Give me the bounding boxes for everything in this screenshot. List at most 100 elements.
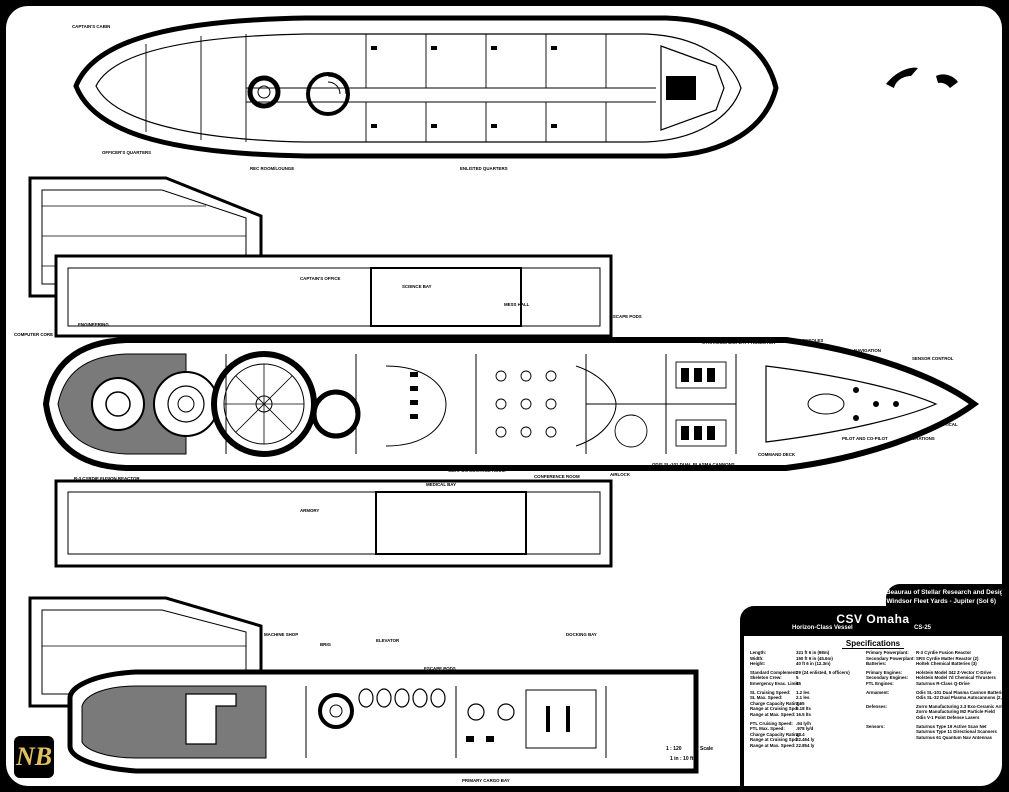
spec-key: Length: [750,650,767,655]
spec-row: Length: 321 ft 6 in (98m) [750,650,860,656]
bureau-line-1: Beaurau of Stellar Research and Design [886,589,1002,596]
spec-row: Charge Capacity Rating:23.4 [750,732,860,738]
spec-key: Emergency Evac. Limit: [750,680,800,686]
spec-key: Primary Powerplant: [866,650,909,655]
spec-row: Sensors: Saturnus Type 19 Active Scan Net [866,724,1000,730]
spec-key: Range at Max. Speed: [750,742,796,748]
spec-row: Range at Max. Speed:22.854 ly [750,743,860,749]
spec-key: Armament: [866,689,890,695]
label-strategic-display: STRATEGIC DISPLAY PROJECTOR [702,340,776,345]
spec-key: Skeleton Crew: [750,675,782,681]
spec-value: 1.2 les [796,689,810,695]
label-auxiliary-consoles: AUXILIARY CONSOLES [774,338,823,343]
label-officers-quarters: OFFICER'S QUARTERS [102,150,151,155]
bureau-line-2: Windsor Fleet Yards - Jupiter (Sol 6) [886,598,996,605]
spec-key: Standard Complement: [750,669,799,675]
label-science-bay: SCIENCE BAY [402,284,432,289]
ship-registry: CS-25 [914,625,932,631]
spec-value: Zorro Manufacturing M2 Particle Field [916,709,995,715]
spec-value: 321 ft 6 in (98m) [796,650,830,655]
spec-key: Range at Max. Speed: [750,711,796,717]
label-navigation: NAVIGATION [854,348,881,353]
spec-row: Primary Powerplant: R-3 Cyrdie Fusion Rea… [866,650,1000,656]
spec-value: 9.18 lts [796,706,811,712]
spec-row: Range at Cruising Spd:22.464 ly [750,737,860,743]
spec-row: Secondary Engines:Holstein Model 7d Chem… [866,675,1000,681]
spec-row: SL Max. Speed:2.1 les [750,695,860,701]
lower-deck [67,669,699,774]
spec-row: Saturnus 61 Quantum Nav Antennas [866,735,1000,741]
label-pilot-copilot: PILOT AND CO-PILOT [842,436,888,441]
main-deck-hull [42,337,980,471]
label-weapon-control: WEAPON CONTROL ROOM [448,468,506,473]
spec-value: Saturnus Type 19 Active Scan Net [916,723,987,729]
label-operations: OPERATIONS [906,436,935,441]
spec-value: 29 (24 enlisted, 5 officers) [796,669,850,675]
spec-row: Standard Complement:29 (24 enlisted, 5 o… [750,670,860,676]
spec-value: 65 [796,680,801,686]
spec-row: Zorro Manufacturing M2 Particle Field [866,709,1000,715]
spec-key: Range at Cruising Spd: [750,737,799,743]
label-computer-core: COMPUTER CORE [14,332,53,337]
ship-header: CSV Omaha Horizon-Class Vessel CS-25 [744,610,1002,636]
spec-row: FTL Max. Speed:.978 ly/d [750,726,860,732]
spec-value: Saturnus 61 Quantum Nav Antennas [916,734,992,740]
spec-value: 23.4 [796,731,805,737]
spec-value: Zorro Manufacturing 2.3 Exo-Ceramic Armo… [916,703,1002,709]
label-tactical: TACTICAL [936,422,958,427]
scale-label: Scale [700,746,714,752]
spec-key: Defenses: [866,703,887,709]
spec-row: Odis SL-32 Dual Plasma Autocannons (2, T… [866,695,1002,701]
label-medical-bay: MEDICAL BAY [426,482,456,487]
label-airlock: AIRLOCK [610,472,631,477]
label-brig: BRIG [320,642,332,647]
spec-value: 22.854 ly [796,742,815,748]
spec-key: FTL Engines: [866,680,894,686]
spec-row: FTL Cruising Speed:.94 ly/h [750,721,860,727]
deck-plans: CAPTAIN'S CABIN OFFICER'S QUARTERS REC R… [14,15,980,783]
spec-row: Odis V-1 Point Defense Lasers [866,715,1000,721]
spec-value: .94 ly/h [796,720,811,726]
label-mess-hall: MESS HALL [504,302,530,307]
specifications-panel: CSV Omaha Horizon-Class Vessel CS-25 Spe… [740,606,1002,786]
nb-logo: NB [14,736,54,778]
spec-value: Odis SL-101 Dual Plasma Cannon Batteries… [916,689,1002,695]
label-engineering: ENGINEERING [78,322,109,327]
label-machine-shop: MACHINE SHOP [264,632,298,637]
spec-value: R-3 Cyrdie Fusion Reactor [916,650,972,655]
label-escape-pods-bottom: ESCAPE PODS [424,666,456,671]
spec-value: 5 [796,675,799,681]
spec-key: Charge Capacity Rating: [750,731,801,737]
spec-value: Holtek Chemical Batteries (3) [916,661,977,667]
spec-key: SL Cruising Speed: [750,689,791,695]
main-deck-wings [54,254,613,568]
spec-row: Saturnus Type 11 Directional Scanners [866,729,1000,735]
spec-value: 2.1 les [796,695,810,701]
spec-value: SRS Cyrdie Matter Reactor (2) [916,655,979,661]
label-plasma-cannons: ODIS SL-101 DUAL PLASMA CANNONS [652,462,735,467]
spec-row: SL Cruising Speed: 1.2 les [750,690,860,696]
label-sensor-control: SENSOR CONTROL [912,356,954,361]
ship-name: CSV Omaha [836,612,910,626]
spec-row: Batteries:Holtek Chemical Batteries (3) [866,661,1000,667]
spec-title: Specifications [744,639,1002,649]
spec-key: Range at Cruising Spd: [750,706,799,712]
upper-deck [73,15,958,159]
scale-ratio: 1 : 120 [666,746,682,752]
spec-value: .978 ly/d [796,726,814,732]
spec-value: Holstein Model 7d Chemical Thrusters [916,675,996,681]
spec-value: Odis SL-32 Dual Plasma Autocannons (2, T… [916,695,1002,701]
spec-row: Armament: Odis SL-101 Dual Plasma Cannon … [866,689,1002,696]
label-enlisted-quarters: ENLISTED QUARTERS [460,166,508,171]
spec-row: FTL Engines:Saturnus R-Class Q-Drive [866,681,1000,687]
label-escape-pods-top: ESCAPE PODS [610,314,642,319]
spec-key: Sensors: [866,723,885,729]
ship-class: Horizon-Class Vessel [792,625,853,631]
label-command-deck: COMMAND DECK [758,452,796,457]
label-captains-office: CAPTAIN'S OFFICE [300,276,341,281]
label-docking-bay: DOCKING BAY [566,632,597,637]
spec-key: Width: [750,655,764,661]
spec-row: Range at Max. Speed:16.5 lts [750,712,860,718]
spec-row: Defenses: Zorro Manufacturing 2.3 Exo-Cer… [866,703,1002,710]
label-fusion-reactor: R-3 CYRDIE FUSION REACTOR [74,476,140,481]
